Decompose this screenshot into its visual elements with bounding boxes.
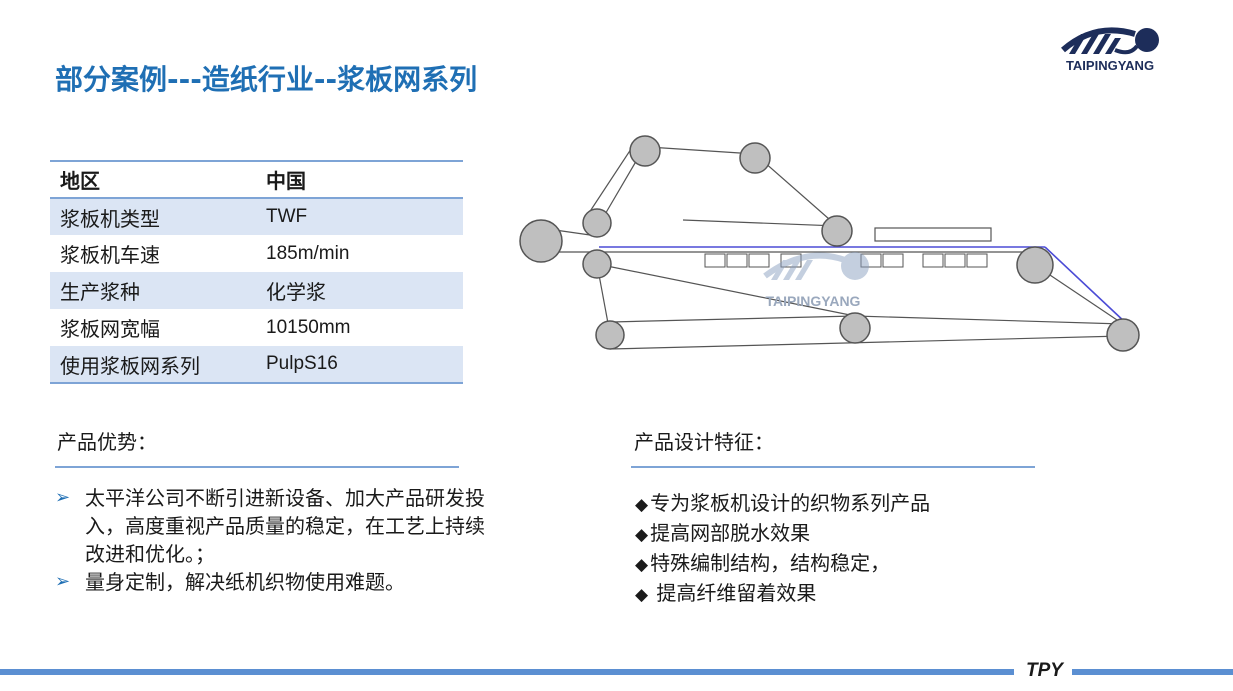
table-cell-value: TWF [266,206,308,227]
advantages-heading: 产品优势： [57,430,157,454]
diamond-bullet-icon: ◆ [635,495,649,515]
specs-table: 地区 中国 浆板机类型 TWF 浆板机车速 185m/min 生产浆种 化学浆 … [50,160,463,384]
table-cell-label: 浆板网宽幅 [60,317,160,341]
table-row: 生产浆种 化学浆 [50,272,463,309]
table-row: 浆板网宽幅 10150mm [50,309,463,346]
table-cell-label: 浆板机车速 [60,243,160,267]
table-cell-value: PulpS16 [266,353,338,374]
footer-label: TPY [1026,660,1063,681]
list-item: ◆提高网部脱水效果 [635,521,811,545]
diamond-bullet-icon: ◆ [635,555,649,575]
list-item: ➢ 太平洋公司不断引进新设备、加大产品研发投入，高度重视产品质量的稳定，在工艺上… [55,486,485,566]
logo-mark-icon [1061,27,1159,55]
table-row: 使用浆板网系列 PulpS16 [50,346,463,383]
table-cell-value: 10150mm [266,316,351,338]
table-header-value: 中国 [266,169,306,193]
company-logo: TAIPINGYANG [1055,20,1165,75]
features-divider [631,466,1035,468]
table-cell-label: 浆板机类型 [60,206,160,231]
table-row: 浆板机类型 TWF [50,198,463,235]
table-row: 浆板机车速 185m/min [50,235,463,272]
table-cell-label: 使用浆板网系列 [60,353,200,378]
list-item: ➢ 量身定制，解决纸机织物使用难题。 [55,570,405,594]
table-cell-label: 生产浆种 [60,280,140,304]
list-item: ◆专为浆板机设计的织物系列产品 [635,491,931,515]
logo-text: TAIPINGYANG [1065,58,1155,73]
list-item: ◆ 提高纤维留着效果 [635,581,817,605]
page-title: 部分案例---造纸行业--浆板网系列 [55,63,478,96]
table-row: 地区 中国 [50,161,463,198]
diamond-bullet-icon: ◆ [635,525,649,545]
advantages-list: ➢ 太平洋公司不断引进新设备、加大产品研发投入，高度重视产品质量的稳定，在工艺上… [55,484,495,596]
watermark-text: TAIPINGYANG [766,293,861,309]
table-header-label: 地区 [60,169,100,193]
table-cell-value: 化学浆 [266,280,326,304]
arrow-bullet-icon: ➢ [55,487,71,508]
diamond-bullet-icon: ◆ [635,585,649,605]
arrow-bullet-icon: ➢ [55,571,71,592]
table-cell-value: 185m/min [266,242,350,264]
features-list: ◆专为浆板机设计的织物系列产品 ◆提高网部脱水效果 ◆特殊编制结构，结构稳定， … [635,489,1055,609]
advantages-divider [55,466,459,468]
watermark-logo-icon [763,252,869,280]
list-item: ◆特殊编制结构，结构稳定， [635,551,891,575]
footer-bar-left [0,669,1014,675]
footer-bar-right [1072,669,1233,675]
machine-diagram: TAIPINGYANG [515,128,1165,360]
features-heading: 产品设计特征： [634,430,774,454]
